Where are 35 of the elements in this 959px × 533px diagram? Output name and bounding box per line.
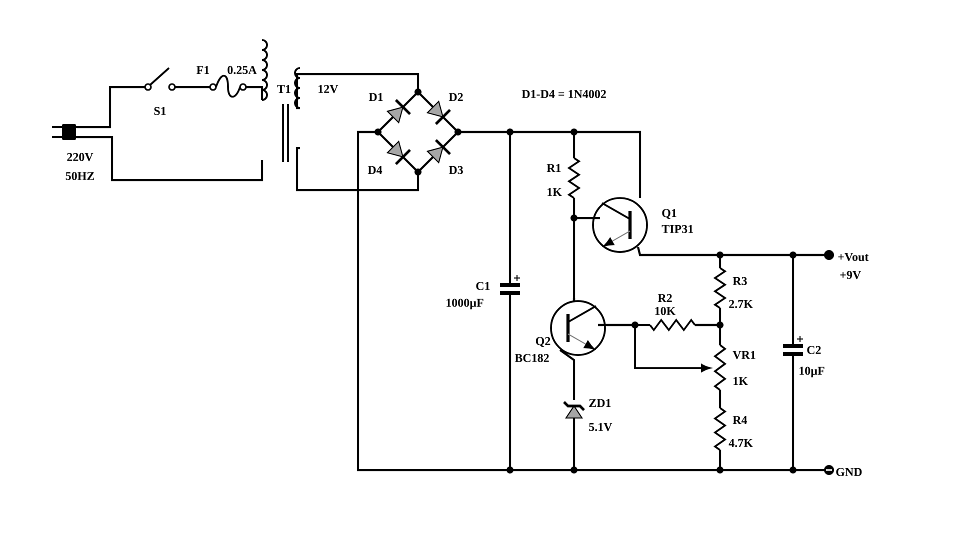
component-label: 10K: [655, 306, 676, 316]
component-label: BC182: [514, 354, 549, 362]
component-label: Q2: [536, 337, 550, 347]
component-label: T1: [277, 85, 290, 93]
component-label: +9V: [840, 270, 861, 280]
component-label: R1: [546, 164, 561, 172]
component-label: TIP31: [662, 224, 693, 234]
component-label: 0.25A: [228, 66, 257, 74]
component-label: D4: [368, 166, 382, 174]
component-label: 50HZ: [66, 172, 94, 180]
component-label: C1: [476, 282, 490, 290]
component-label: VR1: [732, 350, 756, 360]
component-label: F1: [196, 66, 210, 74]
component-label: D2: [448, 93, 463, 101]
component-label: Q1: [662, 209, 676, 219]
component-label: 10µF: [800, 366, 824, 378]
component-label: 1K: [734, 377, 748, 385]
component-label: R4: [732, 416, 748, 424]
component-label: 1000µF: [446, 298, 484, 310]
component-label: R3: [732, 276, 747, 286]
component-label: +Vout: [838, 252, 869, 262]
component-label: 1K: [548, 188, 562, 196]
component-label: 12V: [318, 84, 338, 94]
component-label: 2.7K: [729, 300, 753, 308]
component-label: C2: [807, 346, 821, 354]
component-label: 5.1V: [589, 422, 612, 432]
component-label: D1: [368, 93, 383, 101]
component-label: 220V: [67, 152, 94, 162]
component-label: D3: [448, 166, 463, 174]
component-label: ZD1: [589, 399, 611, 407]
component-label: R2: [658, 294, 672, 302]
component-label: 4.7K: [728, 438, 753, 448]
component-label: S1: [154, 106, 166, 116]
note-text: D1-D4 = 1N4002: [522, 90, 606, 98]
component-label: GND: [836, 468, 862, 476]
